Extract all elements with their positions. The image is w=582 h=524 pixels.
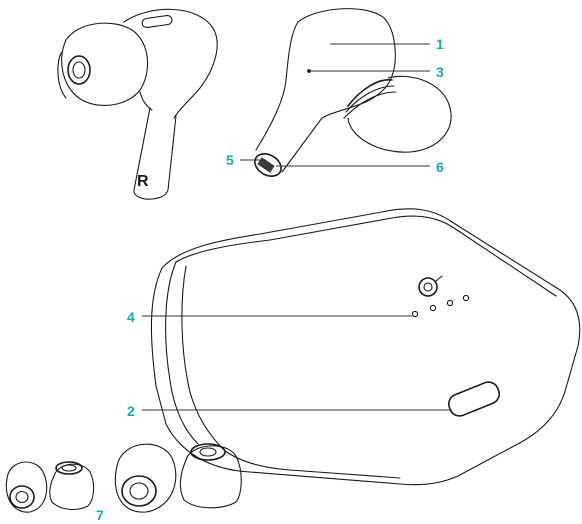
charging-case-illustration <box>150 208 581 486</box>
callout-5: 5 <box>226 152 234 168</box>
callout-leaders <box>142 43 452 411</box>
callout-3: 3 <box>436 64 444 80</box>
ear-tips-illustration <box>6 443 242 513</box>
callout-4: 4 <box>127 309 135 325</box>
callout-7: 7 <box>96 507 104 523</box>
earbud-side-mark: R <box>137 173 149 190</box>
earbud-profile-illustration <box>254 8 452 177</box>
earbud-right-illustration: R <box>57 8 218 200</box>
callout-1: 1 <box>436 36 444 52</box>
callout-6: 6 <box>436 159 444 175</box>
callout-2: 2 <box>127 403 135 419</box>
